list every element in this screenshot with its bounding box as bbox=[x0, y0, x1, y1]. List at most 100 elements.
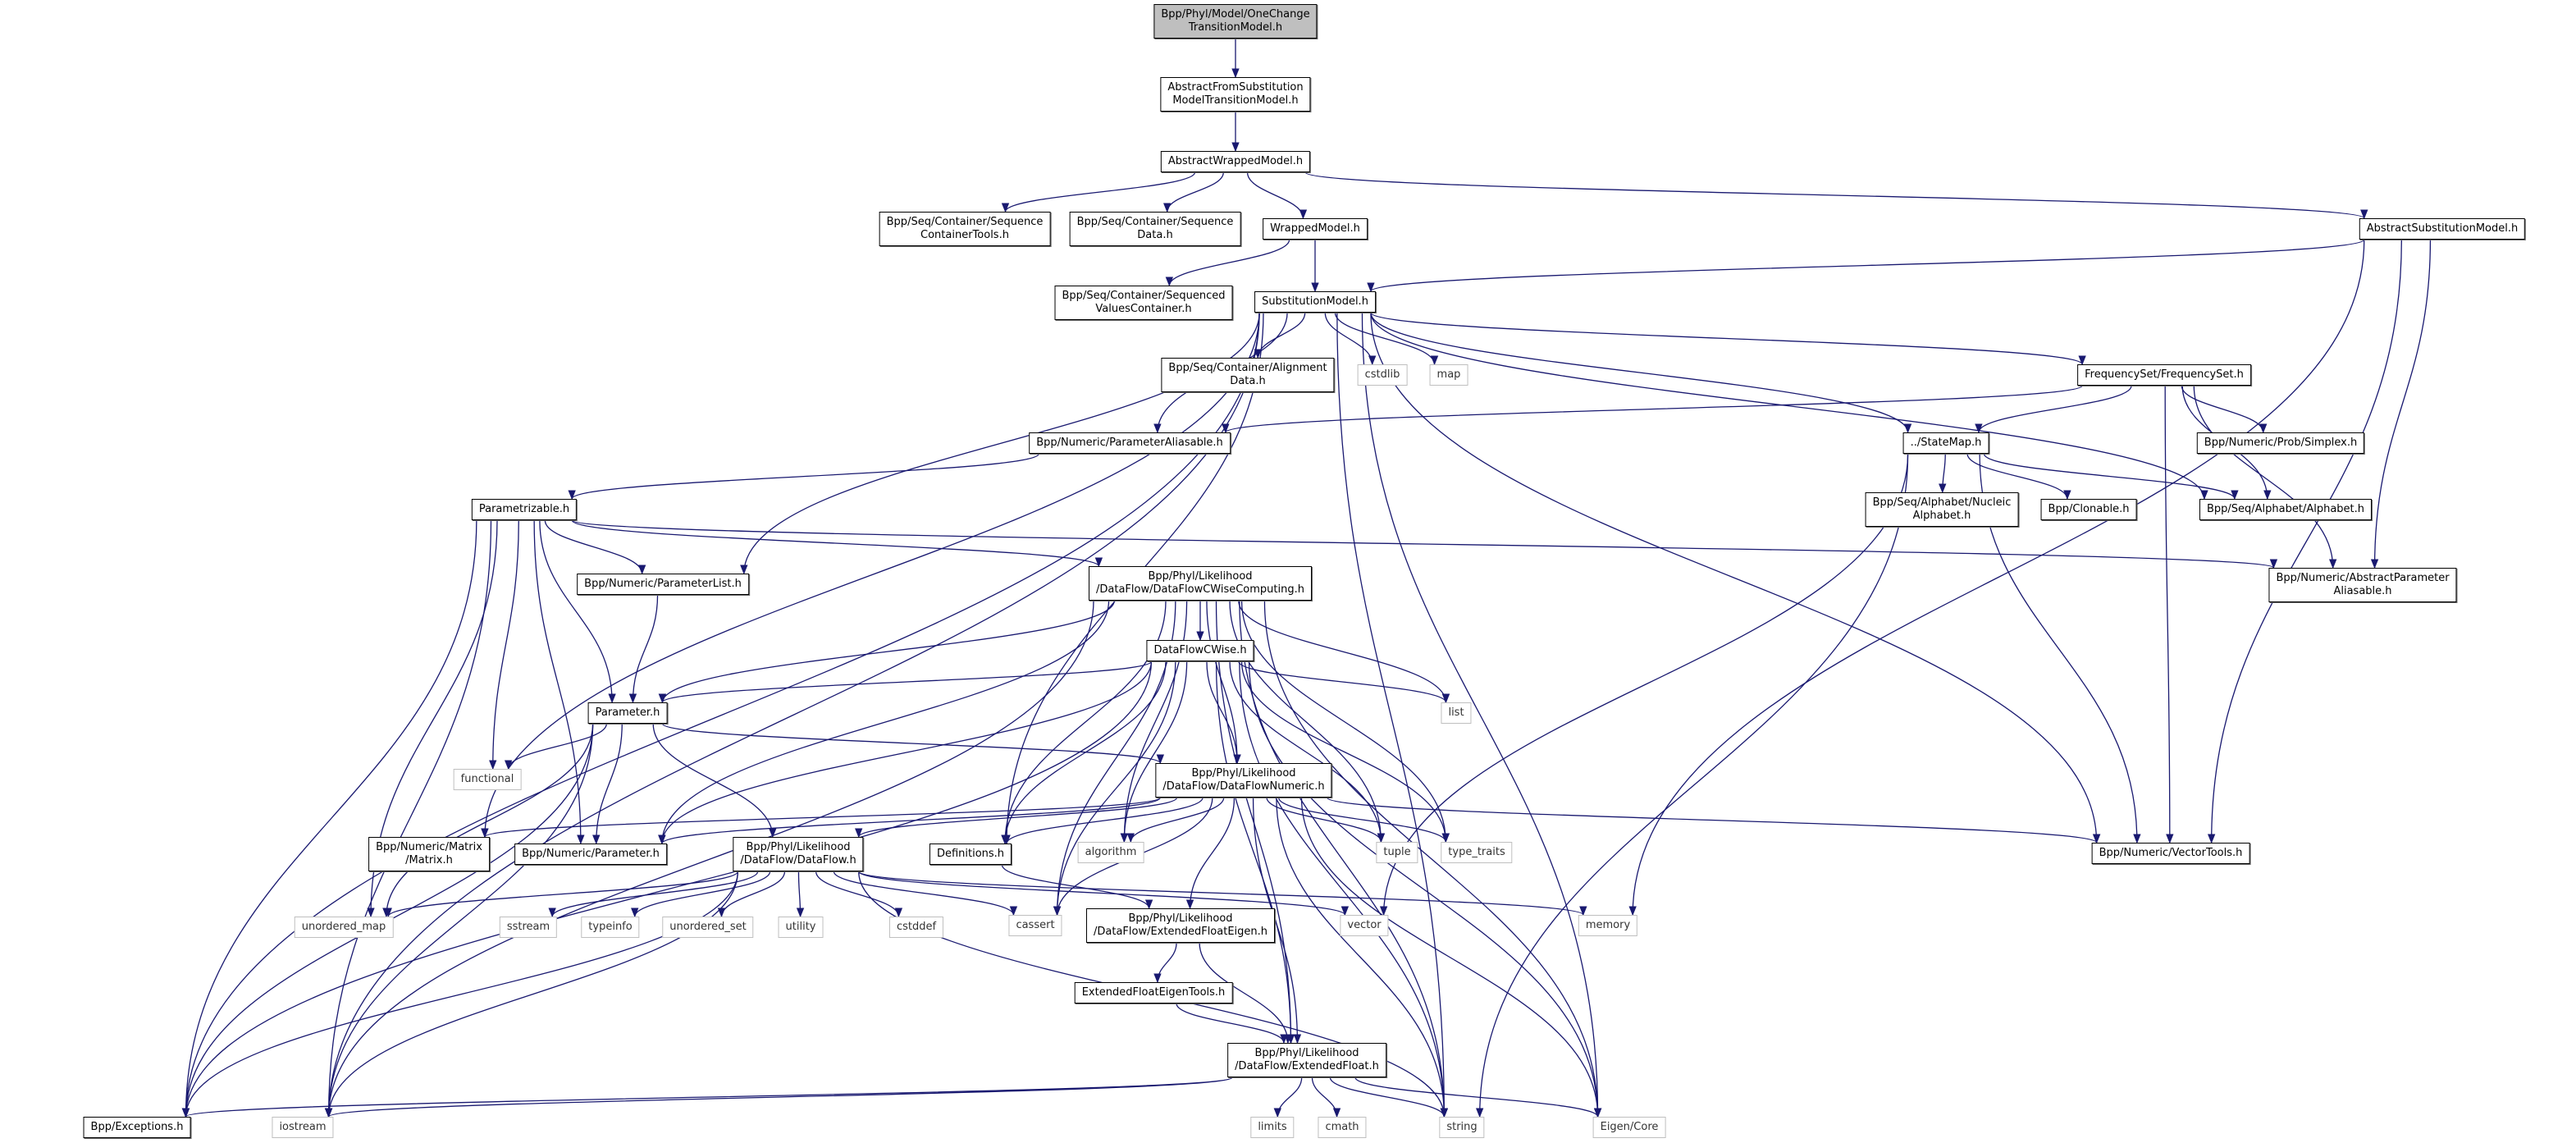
node-definitions[interactable]: Definitions.h bbox=[929, 844, 1012, 865]
edge-dfnumeric-to-algorithm bbox=[1126, 797, 1225, 844]
edge-parametrizable-to-functional bbox=[489, 519, 519, 770]
node-sstream: sstream bbox=[499, 917, 558, 938]
node-statemap[interactable]: ../StateMap.h bbox=[1902, 432, 1989, 454]
node-vector: vector bbox=[1340, 915, 1389, 936]
edge-dataflow-to-iostream bbox=[324, 871, 738, 1118]
edge-subst-to-map bbox=[1334, 312, 1439, 366]
node-efeigentools[interactable]: ExtendedFloatEigenTools.h bbox=[1074, 982, 1233, 1004]
node-dfnumeric[interactable]: Bpp/Phyl/Likelihood /DataFlow/DataFlowNu… bbox=[1155, 763, 1332, 798]
edge-cwise-to-extfloat bbox=[1215, 661, 1295, 1045]
node-nucleic[interactable]: Bpp/Seq/Alphabet/Nucleic Alphabet.h bbox=[1865, 492, 2019, 527]
edge-statemap-to-string bbox=[1475, 453, 1909, 1118]
edge-cwise-to-dfnumeric bbox=[1206, 661, 1241, 765]
node-seqdata[interactable]: Bpp/Seq/Container/Sequence Data.h bbox=[1069, 212, 1241, 246]
node-cassert: cassert bbox=[1008, 915, 1062, 936]
edge-dataflow-to-unorderedset bbox=[717, 871, 786, 918]
edge-cwisecomp-to-iostream bbox=[324, 600, 1094, 1118]
edge-parameter-to-dfnumeric bbox=[661, 723, 1164, 765]
edge-parametrizable-to-cwisecomp bbox=[571, 519, 1103, 568]
node-cstddef: cstddef bbox=[888, 917, 944, 938]
edge-cwisecomp-to-algorithm bbox=[1120, 600, 1188, 844]
edge-extfloat-to-exceptions bbox=[182, 1077, 1233, 1118]
node-iostream: iostream bbox=[272, 1117, 334, 1138]
node-clonable[interactable]: Bpp/Clonable.h bbox=[2040, 499, 2137, 520]
node-parametrizable[interactable]: Parametrizable.h bbox=[471, 499, 578, 520]
edge-abssubst-to-subst bbox=[1367, 239, 2365, 293]
edge-statemap-to-clonable bbox=[1966, 453, 2071, 501]
edge-cwise-to-string bbox=[1239, 661, 1449, 1118]
node-numparam[interactable]: Bpp/Numeric/Parameter.h bbox=[514, 844, 667, 865]
edge-abswrapped-to-wrapped bbox=[1246, 171, 1308, 220]
edge-statemap-to-nucleic bbox=[1939, 453, 1947, 494]
node-onechange[interactable]: Bpp/Phyl/Model/OneChange TransitionModel… bbox=[1153, 4, 1318, 39]
node-list: list bbox=[1441, 702, 1472, 724]
node-abswrapped[interactable]: AbstractWrappedModel.h bbox=[1160, 151, 1311, 172]
node-unorderedset: unordered_set bbox=[662, 917, 754, 938]
edge-dfnumeric-to-string bbox=[1276, 797, 1449, 1118]
edge-cwise-to-list bbox=[1238, 661, 1450, 704]
node-wrapped[interactable]: WrappedModel.h bbox=[1263, 218, 1368, 240]
edge-extfloat-to-string bbox=[1329, 1077, 1448, 1118]
node-matrix[interactable]: Bpp/Numeric/Matrix /Matrix.h bbox=[368, 837, 490, 871]
edge-dataflow-to-exceptions bbox=[181, 871, 738, 1118]
edge-subst-to-cstdlib bbox=[1324, 312, 1377, 366]
edge-subst-to-exceptions bbox=[181, 312, 1260, 1118]
node-simplex[interactable]: Bpp/Numeric/Prob/Simplex.h bbox=[2196, 432, 2365, 454]
edge-cwisecomp-to-eigencore bbox=[1263, 600, 1602, 1118]
node-functional: functional bbox=[453, 769, 522, 790]
node-efeigen[interactable]: Bpp/Phyl/Likelihood /DataFlow/ExtendedFl… bbox=[1085, 908, 1276, 943]
node-aligndata[interactable]: Bpp/Seq/Container/Alignment Data.h bbox=[1161, 358, 1335, 392]
node-parameter[interactable]: Parameter.h bbox=[587, 702, 668, 724]
node-extfloat[interactable]: Bpp/Phyl/Likelihood /DataFlow/ExtendedFl… bbox=[1227, 1043, 1386, 1077]
edge-cwise-to-exceptions bbox=[181, 661, 1153, 1118]
edge-abswrapped-to-seqdata bbox=[1163, 171, 1224, 213]
node-dataflow[interactable]: Bpp/Phyl/Likelihood /DataFlow/DataFlow.h bbox=[733, 837, 864, 871]
edge-abssubst-to-absparamalias bbox=[2370, 239, 2432, 569]
edge-subst-to-eigencore bbox=[1361, 312, 1602, 1118]
edge-abssubst-to-memory bbox=[1628, 239, 2365, 917]
edge-subst-to-string bbox=[1336, 312, 1449, 1118]
edge-extfloat-to-limits bbox=[1273, 1077, 1303, 1118]
node-absfromsub[interactable]: AbstractFromSubstitution ModelTransition… bbox=[1160, 77, 1311, 112]
edge-dataflow-to-cstddef bbox=[815, 871, 903, 918]
node-paramlist[interactable]: Bpp/Numeric/ParameterList.h bbox=[577, 574, 749, 595]
edge-parametrizable-to-iostream bbox=[324, 519, 492, 1118]
edge-cwise-to-algorithm bbox=[1120, 661, 1188, 844]
node-vectortools[interactable]: Bpp/Numeric/VectorTools.h bbox=[2091, 843, 2250, 864]
node-cwisecomp[interactable]: Bpp/Phyl/Likelihood /DataFlow/DataFlowCW… bbox=[1089, 566, 1312, 601]
edge-dataflow-to-sstream bbox=[548, 871, 759, 918]
node-memory: memory bbox=[1578, 915, 1638, 936]
edge-abssubst-to-vectortools bbox=[2207, 239, 2402, 844]
edge-dfnumeric-to-typetraits bbox=[1277, 797, 1450, 844]
node-paramaliasable[interactable]: Bpp/Numeric/ParameterAliasable.h bbox=[1029, 432, 1231, 454]
node-absparamalias[interactable]: Bpp/Numeric/AbstractParameter Aliasable.… bbox=[2268, 568, 2457, 602]
node-typeinfo: typeinfo bbox=[581, 917, 640, 938]
edge-parameter-to-unorderedmap bbox=[382, 723, 594, 918]
edge-dfnumeric-to-vectortools bbox=[1327, 797, 2100, 844]
edge-extfloat-to-iostream bbox=[325, 1077, 1233, 1118]
node-cmath: cmath bbox=[1318, 1117, 1367, 1138]
edge-cwisecomp-to-numparam bbox=[658, 600, 1110, 845]
node-seqvalues[interactable]: Bpp/Seq/Container/Sequenced ValuesContai… bbox=[1054, 286, 1233, 320]
edge-statemap-to-vector bbox=[1379, 453, 1909, 917]
node-freqset[interactable]: FrequencySet/FrequencySet.h bbox=[2077, 364, 2251, 386]
edge-dfnumeric-to-numparam bbox=[658, 797, 1161, 845]
edge-freqset-to-absparamalias bbox=[2193, 385, 2337, 569]
edge-cwisecomp-to-parameter bbox=[658, 600, 1115, 704]
edge-parametrizable-to-numparam bbox=[533, 519, 585, 845]
edge-cwise-to-typetraits bbox=[1240, 661, 1450, 844]
edge-efeigen-to-efeigentools bbox=[1153, 942, 1177, 984]
node-cwise[interactable]: DataFlowCWise.h bbox=[1146, 640, 1254, 661]
edge-paramlist-to-parameter bbox=[628, 594, 659, 704]
node-alphabet[interactable]: Bpp/Seq/Alphabet/Alphabet.h bbox=[2199, 499, 2373, 520]
node-exceptions[interactable]: Bpp/Exceptions.h bbox=[83, 1117, 191, 1138]
edge-parameter-to-iostream bbox=[324, 723, 594, 1118]
node-subst[interactable]: SubstitutionModel.h bbox=[1254, 291, 1376, 313]
node-seqcontools[interactable]: Bpp/Seq/Container/Sequence ContainerTool… bbox=[879, 212, 1051, 246]
edge-wrapped-to-seqvalues bbox=[1165, 239, 1290, 287]
edge-dfnumeric-to-dataflow bbox=[855, 797, 1178, 839]
node-abssubst[interactable]: AbstractSubstitutionModel.h bbox=[2359, 218, 2526, 240]
edge-cwise-to-cassert bbox=[1053, 661, 1176, 917]
node-algorithm: algorithm bbox=[1077, 842, 1144, 863]
